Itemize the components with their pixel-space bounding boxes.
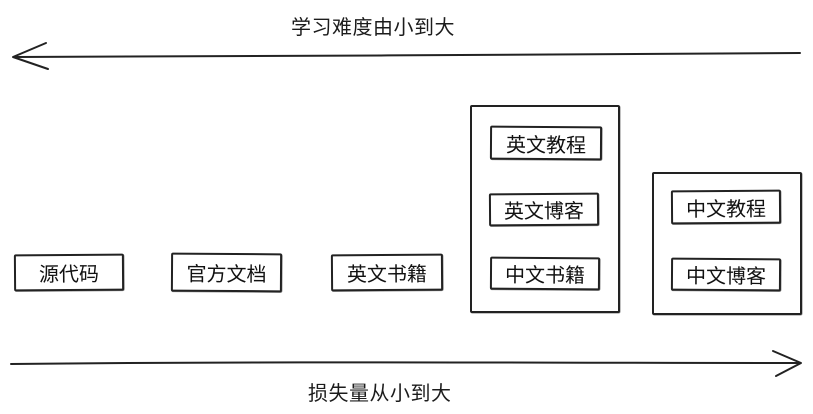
top-axis-label: 学习难度由小到大 (291, 17, 455, 39)
box-english-books: 英文书籍 (330, 253, 444, 292)
left-arrow (12, 42, 801, 70)
group-box-english-chinese: 英文教程 英文博客 中文书籍 (470, 105, 620, 313)
box-english-tutorials: 英文教程 (489, 125, 603, 161)
box-chinese-books: 中文书籍 (489, 256, 601, 291)
box-source-code: 源代码 (13, 253, 125, 292)
right-arrow (10, 350, 802, 377)
box-chinese-tutorials: 中文教程 (670, 189, 782, 225)
group-box-chinese: 中文教程 中文博客 (652, 172, 802, 315)
box-english-blogs: 英文博客 (488, 192, 600, 227)
box-chinese-blogs: 中文博客 (670, 257, 782, 292)
bottom-axis-label: 损失量从小到大 (308, 383, 452, 405)
box-official-docs: 官方文档 (170, 252, 283, 293)
